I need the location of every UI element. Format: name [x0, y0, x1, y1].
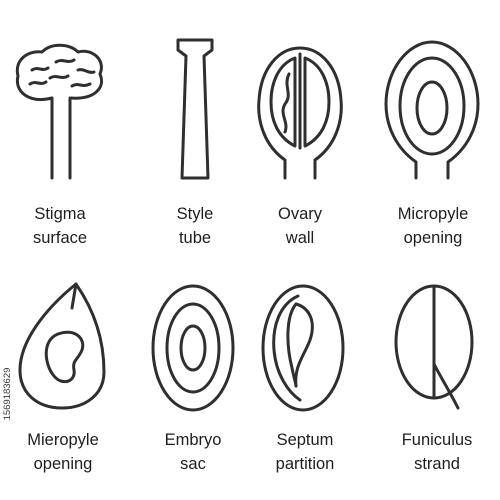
stigma-icon — [15, 43, 103, 180]
caption-line: partition — [275, 455, 335, 473]
caption-line: Septum — [276, 431, 334, 449]
caption-style: Style tube — [140, 202, 250, 250]
caption-line: Ovary — [277, 205, 322, 223]
caption-line: surface — [32, 229, 88, 247]
septum-icon — [261, 284, 345, 412]
caption-line: sac — [180, 455, 206, 473]
caption-stigma: Stigma surface — [5, 202, 115, 250]
caption-line: Micropyle — [397, 205, 469, 223]
caption-line: tube — [178, 229, 212, 247]
ovary-wall-icon — [257, 46, 343, 180]
caption-embryo: Embryo sac — [138, 428, 248, 476]
caption-line: strand — [414, 455, 460, 473]
caption-line: Stigma — [34, 205, 86, 223]
embryo-sac-icon — [151, 284, 235, 412]
caption-line: Funiculus — [401, 431, 473, 449]
caption-line: Embryo — [164, 431, 222, 449]
micropyle-icon — [384, 40, 480, 180]
stock-id-label: 1569183629 — [2, 367, 13, 421]
style-tube-icon — [176, 38, 214, 180]
caption-line: Mieropyle — [27, 431, 99, 449]
caption-line: wall — [285, 229, 315, 247]
caption-septum: Septum partition — [250, 428, 360, 476]
caption-line: opening — [33, 455, 93, 473]
funiculus-icon — [394, 284, 474, 410]
caption-ovary: Ovary wall — [245, 202, 355, 250]
caption-micropyle: Micropyle opening — [378, 202, 488, 250]
caption-line: Style — [176, 205, 214, 223]
caption-funiculus: Funiculus strand — [382, 428, 492, 476]
caption-mieropyle: Mieropyle opening — [8, 428, 118, 476]
ovule-drop-icon — [18, 282, 106, 410]
caption-line: opening — [403, 229, 463, 247]
